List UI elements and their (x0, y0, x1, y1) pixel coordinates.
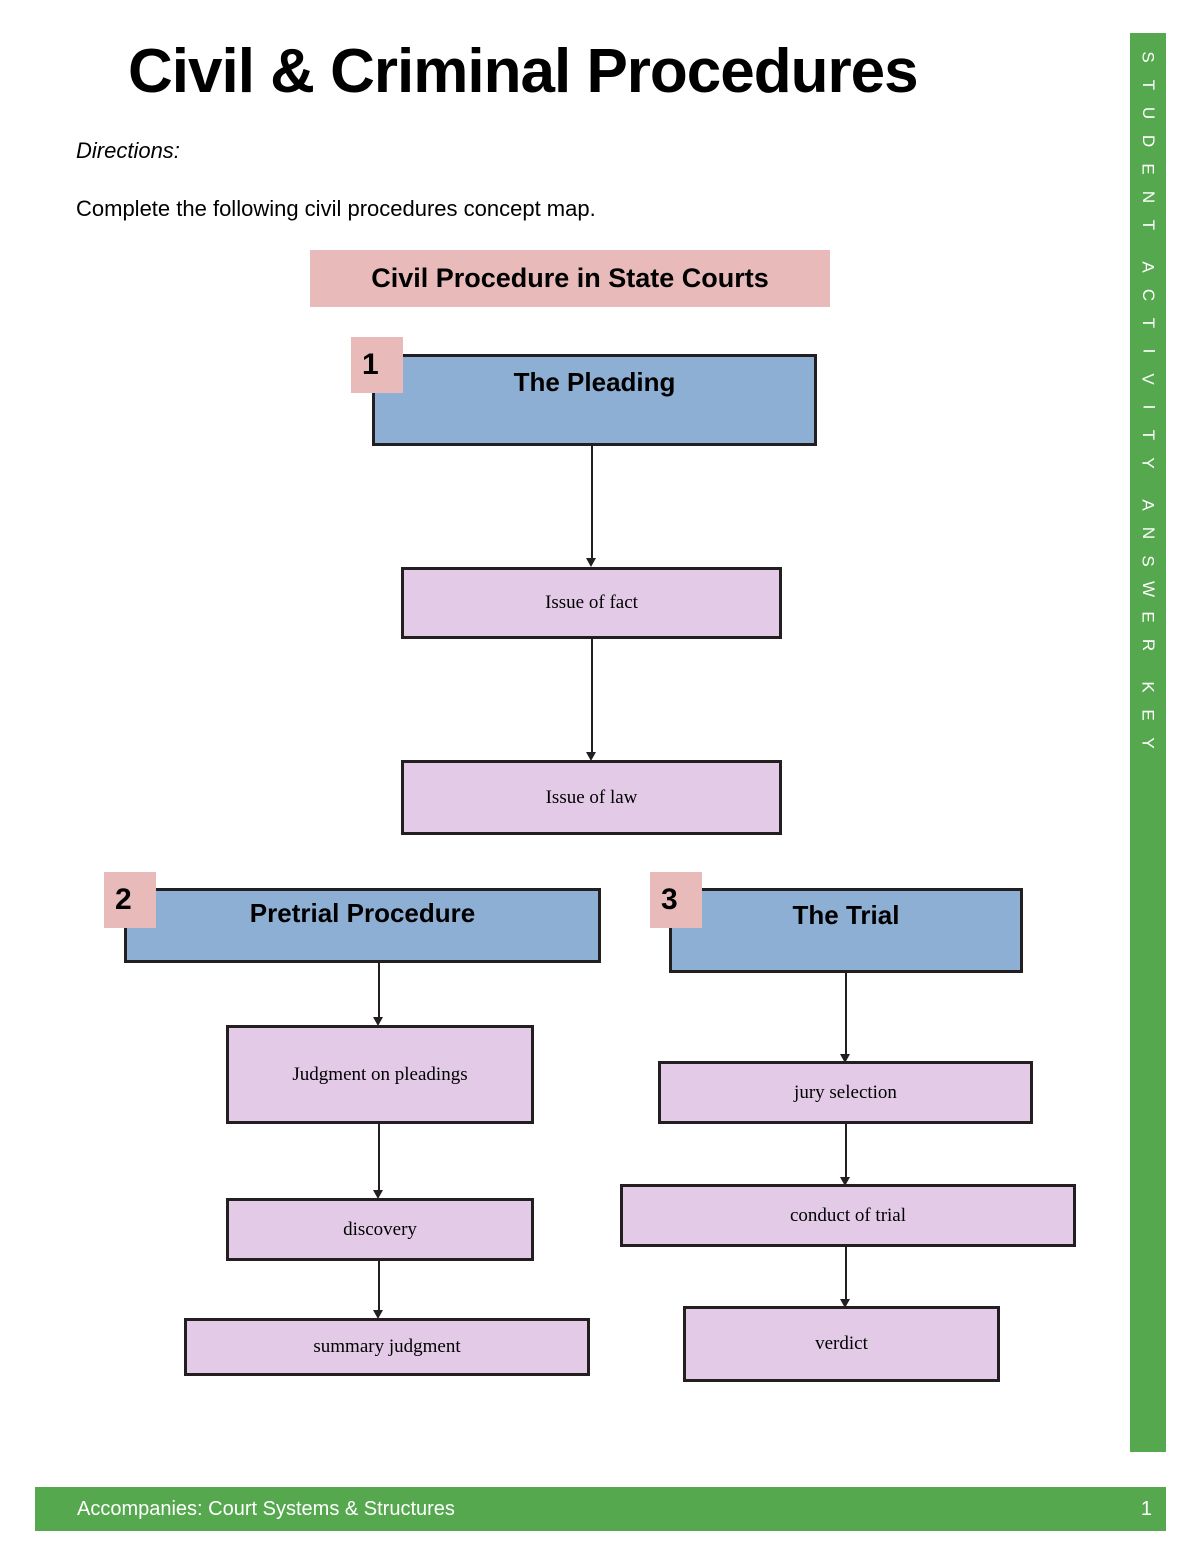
step-box-3-1-label: jury selection (794, 1081, 897, 1103)
side-band-letter: Y (1139, 737, 1158, 749)
step-box-2-3-label: summary judgment (313, 1336, 461, 1357)
arrowhead-3-b (840, 1177, 850, 1186)
side-band-letter: Y (1139, 457, 1158, 469)
side-band-letter: A (1139, 261, 1158, 273)
arrowhead-2-b (373, 1190, 383, 1199)
directions-text: Complete the following civil procedures … (76, 196, 596, 221)
side-band-letter: R (1139, 638, 1158, 652)
side-band-letter: I (1138, 404, 1158, 410)
arrowhead-1-a (586, 558, 596, 567)
side-band-letter: E (1139, 709, 1158, 721)
step-box-3-2-label: conduct of trial (789, 1204, 907, 1226)
section-heading-3: The Trial (669, 888, 1023, 973)
directions-label: Directions: (76, 138, 180, 163)
step-box-3-2: conduct of trial (620, 1184, 1076, 1247)
concept-map-banner: Civil Procedure in State Courts (310, 250, 830, 307)
connector-1-a (591, 446, 593, 560)
side-band-letter: W (1138, 580, 1158, 598)
side-band-letter: V (1139, 373, 1158, 385)
step-box-1-1: Issue of fact (401, 567, 782, 639)
footer-text: Accompanies: Court Systems & Structures (77, 1498, 455, 1520)
section-number-2: 2 (104, 872, 156, 928)
side-band-letter: N (1139, 526, 1158, 540)
section-heading-1: The Pleading (372, 354, 817, 446)
section-heading-2: Pretrial Procedure (124, 888, 601, 963)
step-box-1-2: Issue of law (401, 760, 782, 835)
connector-2-c (378, 1261, 380, 1314)
concept-map: Civil Procedure in State Courts 1 The Pl… (104, 250, 1076, 1382)
side-band-letter: T (1138, 317, 1158, 329)
footer-bar: Accompanies: Court Systems & Structures … (35, 1487, 1166, 1531)
step-box-2-1: Judgment on pleadings (226, 1025, 534, 1124)
arrowhead-1-b (586, 752, 596, 761)
arrowhead-3-a (840, 1054, 850, 1063)
page-title: Civil & Criminal Procedures (128, 37, 919, 106)
step-box-3-1: jury selection (658, 1061, 1033, 1124)
side-band-letter: S (1139, 555, 1158, 567)
step-box-1-2-label: Issue of law (545, 786, 638, 808)
side-band-letter: T (1138, 429, 1158, 441)
side-band-letter: S (1139, 51, 1158, 63)
connector-2-b (378, 1124, 380, 1194)
step-box-1-1-label: Issue of fact (545, 592, 638, 613)
step-box-2-2: discovery (226, 1198, 534, 1261)
side-band-letter: T (1138, 219, 1158, 231)
step-box-2-2-label: discovery (343, 1218, 417, 1240)
side-band-letter: E (1139, 611, 1158, 623)
section-heading-1-label: The Pleading (513, 366, 676, 397)
side-band-letter: I (1138, 348, 1158, 354)
arrowhead-3-c (840, 1299, 850, 1308)
connector-3-a (845, 973, 847, 1058)
section-number-3: 3 (650, 872, 702, 928)
section-heading-2-label: Pretrial Procedure (249, 898, 476, 928)
step-box-3-3: verdict (683, 1306, 1000, 1382)
side-band-letter: C (1139, 288, 1158, 302)
side-band-letter: E (1139, 163, 1158, 175)
side-band-letter: U (1139, 106, 1158, 120)
connector-3-c (845, 1247, 847, 1303)
side-band-letter: T (1138, 79, 1158, 91)
section-heading-3-label: The Trial (792, 900, 900, 930)
connector-3-b (845, 1124, 847, 1181)
connector-2-a (378, 963, 380, 1021)
side-band-letter: K (1139, 681, 1158, 693)
arrowhead-2-c (373, 1310, 383, 1319)
step-box-3-3-label: verdict (815, 1333, 868, 1354)
section-number-1: 1 (351, 337, 403, 393)
step-box-2-3: summary judgment (184, 1318, 590, 1376)
side-band-letter: A (1139, 499, 1158, 511)
arrowhead-2-a (373, 1017, 383, 1026)
side-band-letter: N (1139, 190, 1158, 204)
step-box-2-1-label: Judgment on pleadings (292, 1063, 468, 1085)
side-band-letter: D (1139, 134, 1158, 148)
footer-page-number: 1 (1140, 1498, 1152, 1520)
connector-1-b (591, 639, 593, 756)
